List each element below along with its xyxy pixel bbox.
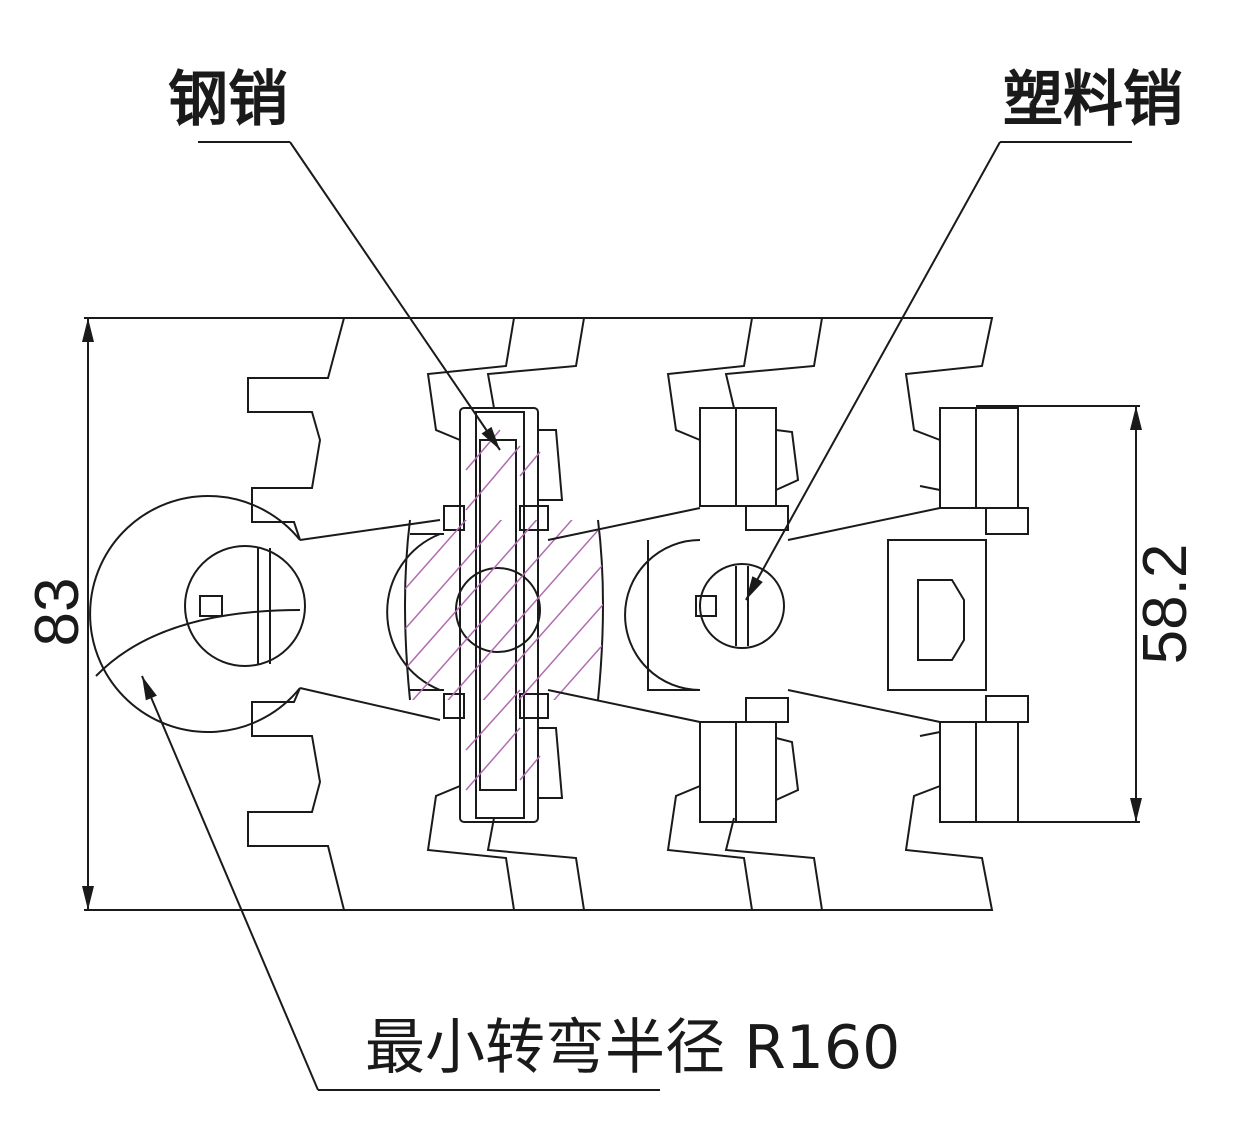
chain-link-right	[547, 317, 824, 911]
steel-pin-label: 钢销	[168, 65, 288, 135]
dimension-overall-height	[82, 317, 340, 911]
pin-length-value: 58.2	[1131, 543, 1200, 665]
steel-pin-hatching-upper	[465, 429, 541, 791]
leader-steel-pin	[198, 141, 501, 451]
chain-link-middle	[344, 317, 604, 911]
plastic-pin-label: 塑料销	[1003, 65, 1183, 135]
leader-min-radius	[95, 609, 660, 1091]
overall-height-value: 83	[23, 577, 92, 647]
steel-pin-hatching	[405, 520, 603, 700]
leader-plastic-pin	[745, 141, 1132, 601]
min-turn-radius-label: 最小转弯半径 R160	[365, 1013, 901, 1083]
dimension-pin-length	[976, 405, 1142, 823]
